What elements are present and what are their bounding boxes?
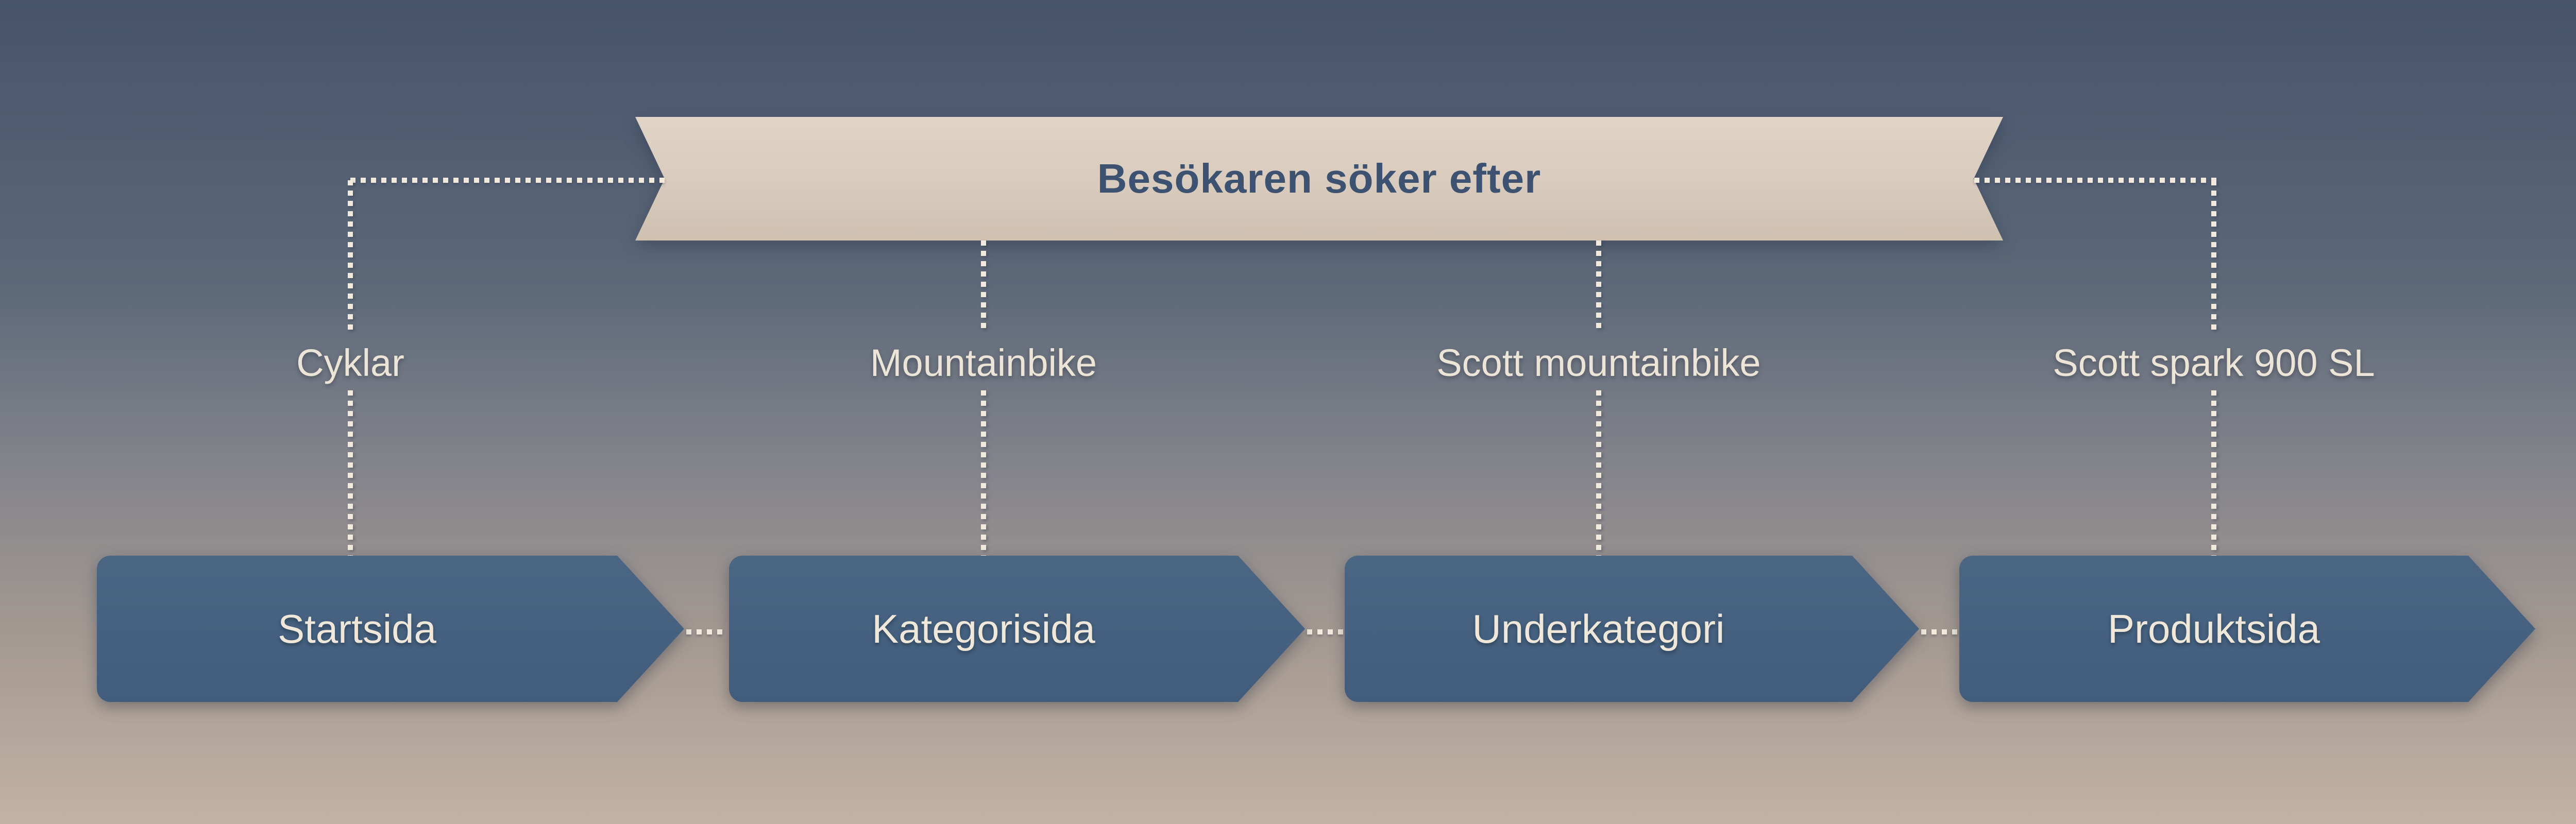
flow-step-label: Underkategori — [1472, 606, 1725, 651]
connector-col2-lower — [981, 390, 986, 556]
flow-step-shape: Kategorisida — [729, 556, 1305, 702]
banner-title: Besökaren söker efter — [1097, 156, 1541, 201]
flow-step-label: Produktsida — [2108, 606, 2320, 651]
flow-step-shape: Startsida — [97, 556, 684, 702]
connector-banner-left-horizontal — [350, 178, 665, 183]
connector-col1-upper — [348, 180, 353, 331]
flow-step-kategorisida: Kategorisida — [729, 556, 1305, 702]
connector-col3-lower — [1596, 390, 1601, 556]
connector-step2-step3 — [1307, 629, 1343, 634]
flow-step-shape: Produktsida — [1959, 556, 2535, 702]
search-term-label-scott-mountainbike: Scott mountainbike — [1436, 341, 1761, 384]
connector-col2-upper — [981, 241, 986, 331]
flow-step-startsida: Startsida — [97, 556, 684, 702]
flow-step-label: Startsida — [278, 606, 436, 651]
flow-step-shape: Underkategori — [1345, 556, 1919, 702]
connector-col4-lower — [2211, 390, 2216, 556]
connector-banner-right-horizontal — [1974, 178, 2216, 183]
flow-step-produktsida: Produktsida — [1959, 556, 2535, 702]
connector-step1-step2 — [686, 629, 727, 634]
ribbon-banner: Besökaren söker efter — [635, 117, 2003, 241]
search-term-label-mountainbike: Mountainbike — [870, 341, 1097, 384]
search-term-label-cyklar: Cyklar — [296, 341, 404, 384]
search-term-label-scott-spark: Scott spark 900 SL — [2053, 341, 2375, 384]
connector-col3-upper — [1596, 241, 1601, 331]
connector-step3-step4 — [1921, 629, 1958, 634]
connector-col1-lower — [348, 390, 353, 556]
connector-col4-upper — [2211, 180, 2216, 331]
flow-step-label: Kategorisida — [872, 606, 1095, 651]
flow-step-underkategori: Underkategori — [1345, 556, 1919, 702]
ribbon-shape: Besökaren söker efter — [635, 117, 2003, 241]
